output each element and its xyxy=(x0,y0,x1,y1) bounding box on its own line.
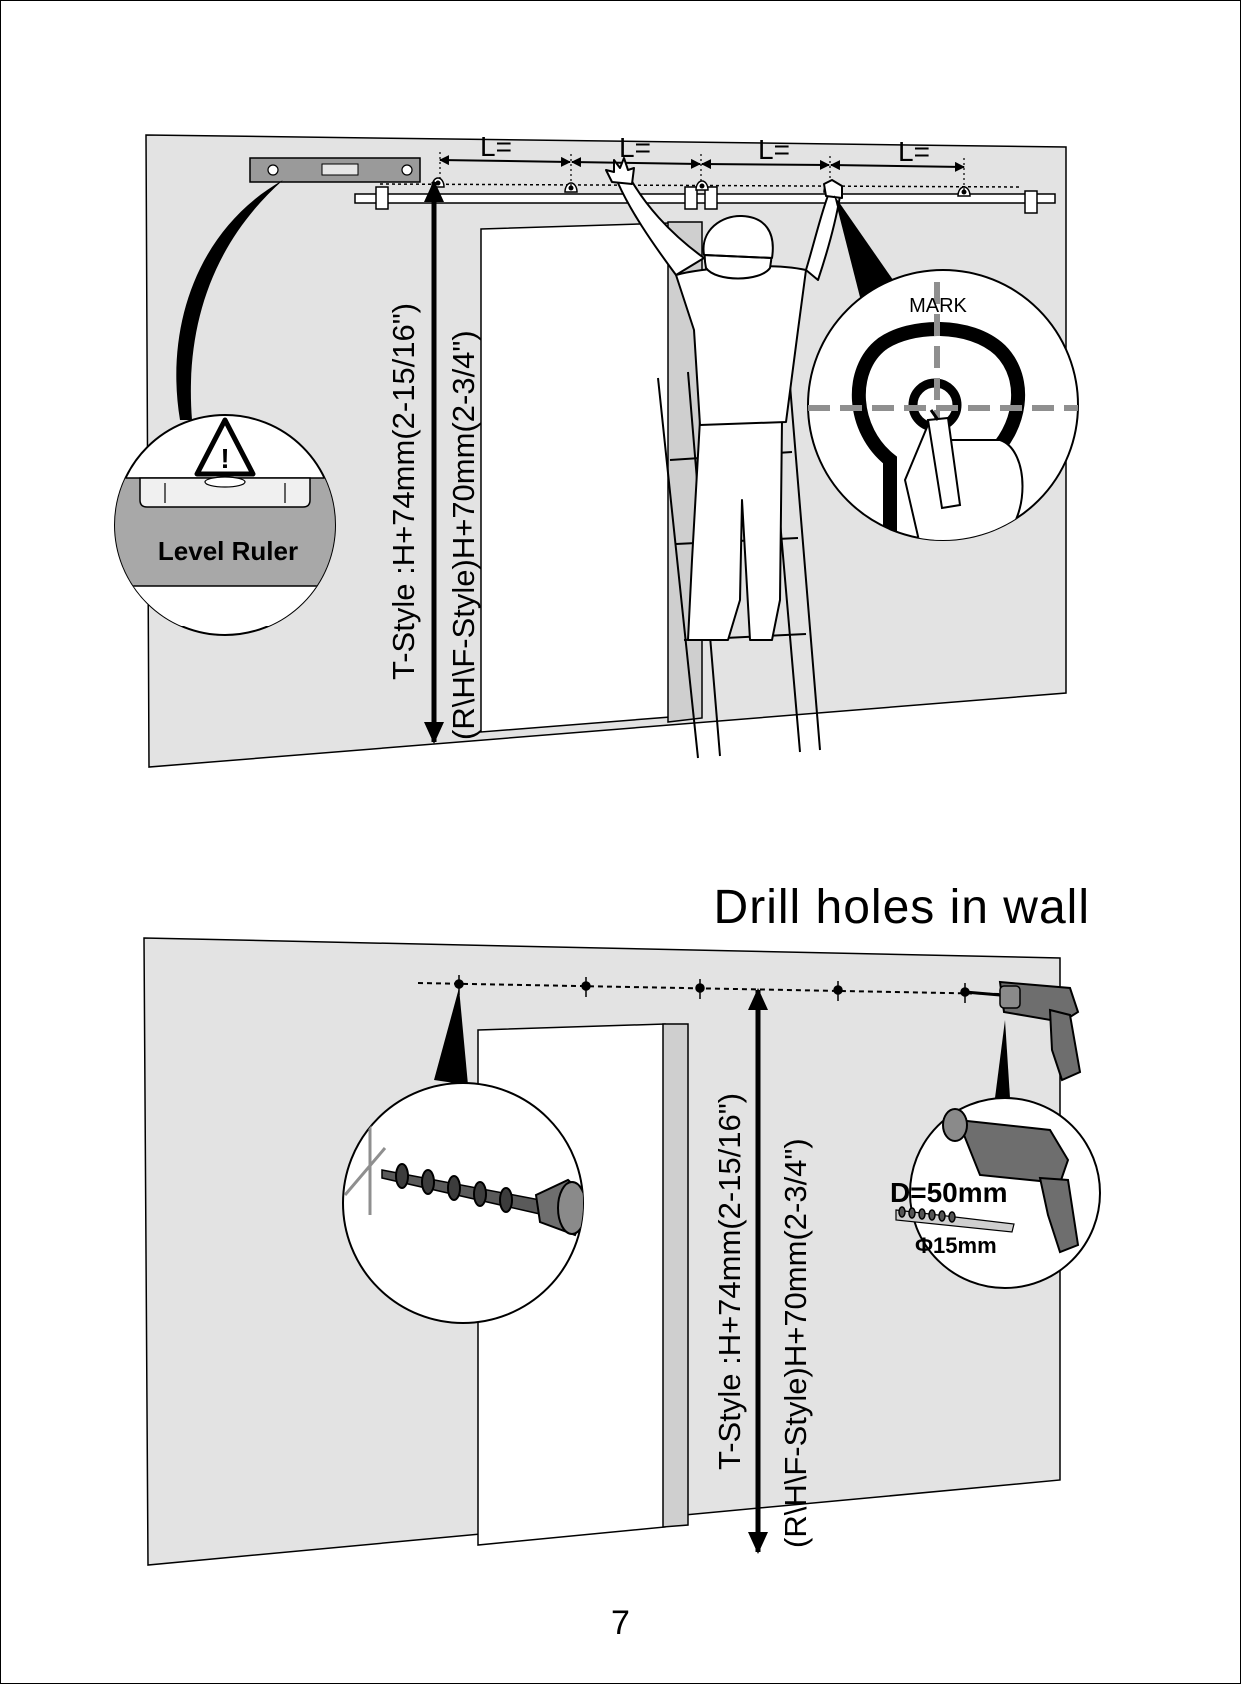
drill-bit-callout-pointer xyxy=(434,988,468,1085)
drill-tool-icon xyxy=(964,980,1082,1082)
level-ruler-label: Level Ruler xyxy=(158,536,298,566)
height-label-t-style: T-Style :H+74mm(2-15/16") xyxy=(386,303,421,680)
height-label-rhf-style-bottom: (R\H\F-Style)H+70mm(2-3/4") xyxy=(778,1138,813,1548)
track-roller xyxy=(684,186,698,210)
level-callout: ! xyxy=(114,414,336,636)
bottom-door-leaf xyxy=(662,1023,689,1528)
spacing-dimensions xyxy=(439,152,965,190)
warning-triangle-icon xyxy=(194,417,256,477)
drill-diameter-label: Φ15mm xyxy=(915,1233,997,1258)
mark-callout-label: MARK xyxy=(909,295,967,317)
bottom-diagram: T-Style :H+74mm(2-15/16") (R\H\F-Style)H… xyxy=(143,937,1101,1566)
spacing-label-4: L= xyxy=(898,136,930,167)
spacing-label-3: L= xyxy=(758,134,790,165)
bracket-hole xyxy=(695,180,709,191)
drill-bit-callout xyxy=(342,1082,584,1324)
bracket-hole xyxy=(957,186,971,197)
track-stop-right xyxy=(1024,190,1038,214)
top-door-opening xyxy=(480,222,671,733)
height-label-t-style-bottom: T-Style :H+74mm(2-15/16") xyxy=(712,1093,747,1470)
page-number: 7 xyxy=(611,1604,630,1642)
level-ruler xyxy=(249,157,421,183)
level-callout-pointer xyxy=(176,180,283,420)
track-stop-left xyxy=(375,186,389,210)
worker-figure xyxy=(605,157,843,759)
warning-mark: ! xyxy=(220,443,229,474)
top-diagram: L= L= L= L= T-Style :H+74mm(2-15/16") (R… xyxy=(114,131,1079,768)
track-roller xyxy=(704,186,718,210)
mark-callout-pointer xyxy=(834,195,900,305)
drill-callout-pointer xyxy=(995,1020,1010,1098)
drill-depth-label: D=50mm xyxy=(890,1177,1008,1208)
section-title: Drill holes in wall xyxy=(713,881,1090,934)
height-label-rhf-style: (R\H\F-Style)H+70mm(2-3/4") xyxy=(446,330,481,740)
bracket-hole xyxy=(564,182,578,193)
spacing-label-1: L= xyxy=(480,131,512,162)
bottom-reference-line xyxy=(417,982,1001,995)
drill-callout xyxy=(895,1097,1101,1289)
